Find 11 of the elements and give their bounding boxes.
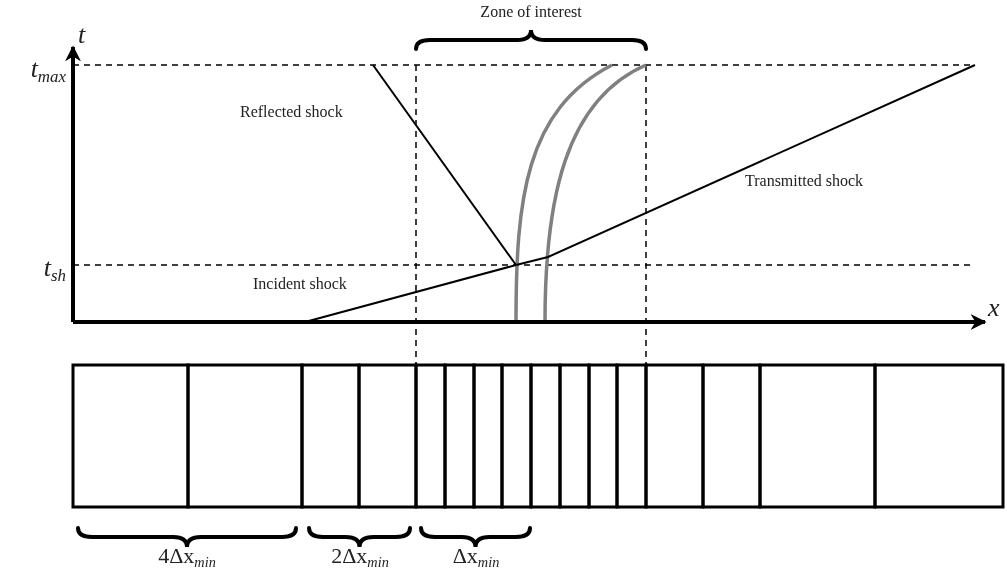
axis-label: x bbox=[988, 295, 1000, 321]
annotation: Zone of interest bbox=[480, 4, 582, 20]
dimension-label: 4Δx$_{min}$ bbox=[158, 545, 216, 570]
annotation: Reflected shock bbox=[240, 104, 343, 120]
dimension-label: Δx$_{min}$ bbox=[452, 545, 500, 570]
tick-label: t$_{sh}$ bbox=[43, 255, 66, 285]
dimension-label: 2Δx$_{min}$ bbox=[331, 545, 389, 570]
annotation: Incident shock bbox=[253, 276, 347, 292]
annotation: Transmitted shock bbox=[745, 173, 864, 189]
axis-label: t bbox=[78, 22, 86, 48]
tick-label: t$_{max}$ bbox=[30, 56, 66, 86]
